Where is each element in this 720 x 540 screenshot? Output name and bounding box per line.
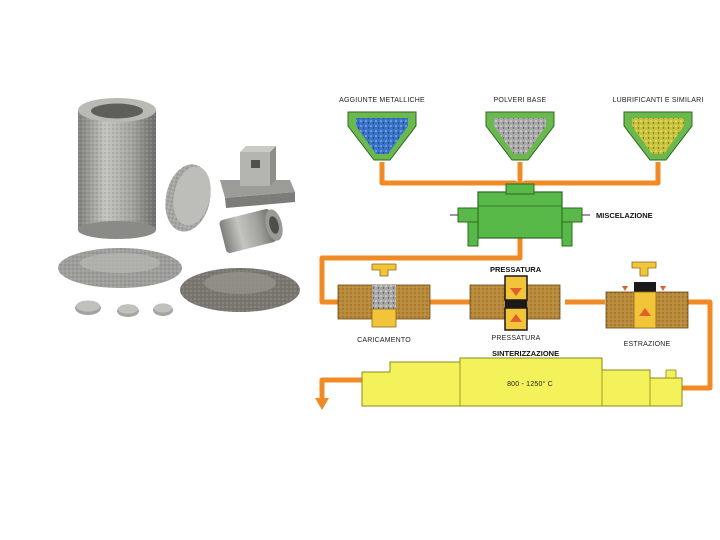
press-step-extraction bbox=[605, 261, 689, 329]
bracket-part bbox=[220, 146, 295, 208]
hopper-metal-additives bbox=[347, 111, 417, 161]
sintering-furnace bbox=[361, 357, 683, 407]
press-step-label-loading: CARICAMENTO bbox=[357, 337, 411, 344]
small-tube-part bbox=[219, 209, 283, 253]
press-step-label-extraction: ESTRAZIONE bbox=[624, 341, 671, 348]
powder-metallurgy-process-diagram: AGGIUNTE METALLICHE POLVERI BASE LUBRIFI… bbox=[315, 97, 713, 410]
hollow-cylinder-part bbox=[78, 98, 156, 239]
sintered-products-photo bbox=[58, 98, 300, 317]
hopper-lubricants bbox=[623, 111, 693, 161]
powder-pile-left bbox=[58, 248, 182, 288]
sintering-title: SINTERIZZAZIONE bbox=[492, 349, 559, 358]
small-discs bbox=[75, 300, 173, 317]
mixer-machine bbox=[450, 183, 590, 247]
hopper-base-powders bbox=[485, 111, 555, 161]
mixing-label: MISCELAZIONE bbox=[596, 211, 653, 220]
transport-pipes bbox=[319, 162, 713, 398]
press-step-label-pressing: PRESSATURA bbox=[492, 335, 541, 342]
hopper-label-lubricants: LUBRIFICANTI E SIMILARI bbox=[613, 97, 704, 104]
pressing-title: PRESSATURA bbox=[490, 265, 542, 274]
hopper-label-metal-additives: AGGIUNTE METALLICHE bbox=[339, 97, 425, 104]
sintering-temperature: 800 - 1250° C bbox=[507, 380, 553, 388]
press-step-pressing bbox=[469, 275, 561, 331]
press-step-loading bbox=[337, 263, 431, 328]
powder-pile-right bbox=[180, 268, 300, 312]
disc-part bbox=[165, 164, 211, 232]
hopper-label-base-powders: POLVERI BASE bbox=[494, 97, 547, 104]
output-arrow bbox=[315, 398, 329, 410]
